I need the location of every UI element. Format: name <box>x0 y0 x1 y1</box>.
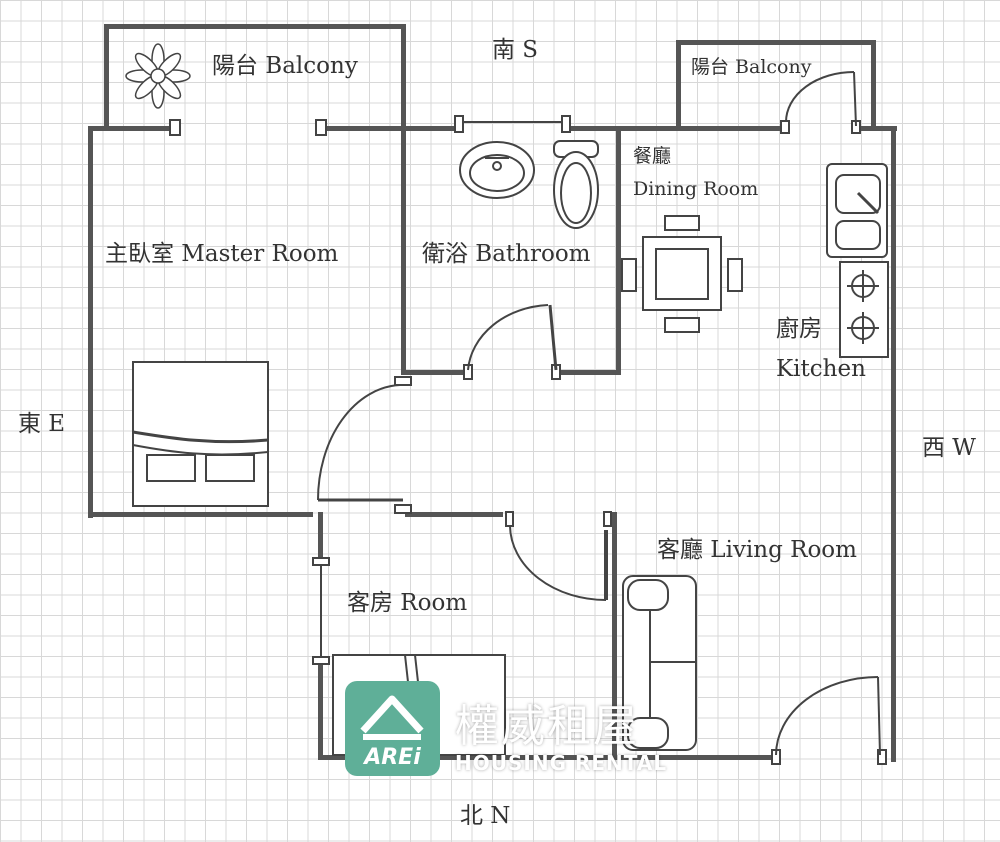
logo-text: AREi <box>364 745 421 770</box>
house-icon <box>360 695 424 740</box>
bathroom-wall-right <box>616 126 621 374</box>
dining-room-label-cn: 餐廳 <box>633 145 672 167</box>
exterior-wall-right <box>891 126 896 762</box>
balcony-right-wall-top <box>676 40 876 45</box>
exterior-wall-top-d <box>857 126 897 131</box>
compass-west: 西 W <box>922 435 976 461</box>
balcony-left-label: 陽台 Balcony <box>212 53 358 79</box>
compass-east: 東 E <box>18 411 66 437</box>
guest-room-label: 客房 Room <box>347 590 468 616</box>
brand-name-en: HOUSING RENTAL <box>455 751 668 775</box>
balcony-left-wall-left <box>104 24 109 130</box>
exterior-wall-top-b <box>325 126 455 131</box>
balcony-left-wall-right <box>401 24 406 372</box>
bathroom-wall-bottom-a <box>401 370 469 375</box>
compass-north: 北 N <box>460 803 511 829</box>
balcony-right-wall-left <box>676 40 681 130</box>
brand-name-cn: 權威租屋 <box>455 701 639 752</box>
balcony-right-wall-right <box>871 40 876 130</box>
bathroom-label: 衛浴 Bathroom <box>422 241 591 267</box>
exterior-wall-top-a <box>88 126 170 131</box>
guest-room-wall-right <box>612 512 617 760</box>
master-room-wall-bottom-b <box>405 512 503 517</box>
balcony-left-wall-top <box>104 24 406 29</box>
balcony-right-label: 陽台 Balcony <box>691 56 812 78</box>
exterior-wall-bottom-a <box>318 755 618 760</box>
bathroom-wall-bottom-b <box>557 370 621 375</box>
guest-room-wall-left-a <box>318 512 323 562</box>
brand-logo: AREi <box>345 681 440 776</box>
master-room-label: 主臥室 Master Room <box>105 241 339 267</box>
dining-room-label-en: Dining Room <box>633 178 759 200</box>
master-room-wall-bottom-a <box>88 512 313 517</box>
guest-room-wall-left-b <box>318 660 323 760</box>
exterior-wall-bottom-b <box>612 755 772 760</box>
kitchen-label-cn: 廚房 <box>776 316 822 342</box>
exterior-wall-left <box>88 126 93 518</box>
living-room-label: 客廳 Living Room <box>657 537 857 563</box>
compass-south: 南 S <box>492 37 539 63</box>
kitchen-label-en: Kitchen <box>776 356 866 382</box>
